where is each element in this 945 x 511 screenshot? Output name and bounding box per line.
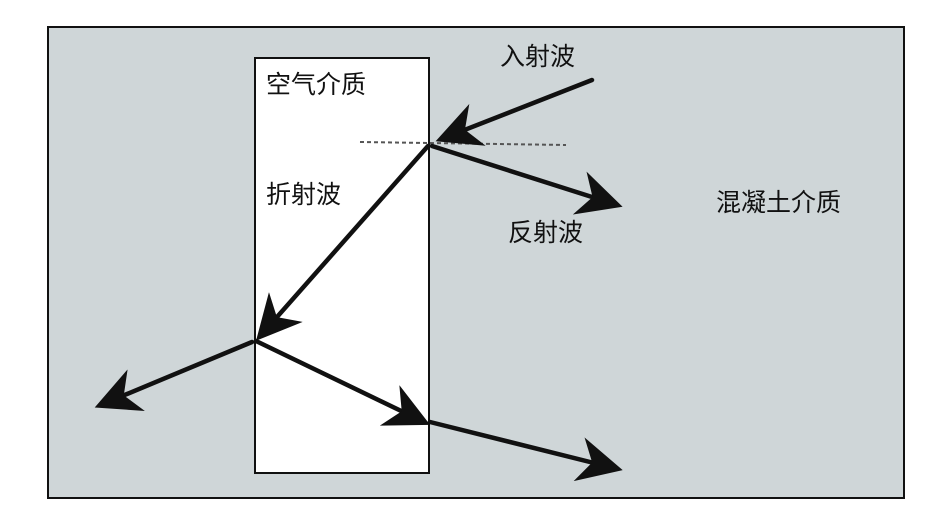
interface-normal-dashed-line	[359, 141, 567, 146]
incident-wave-arrow	[435, 77, 595, 146]
transmitted-right-arrow	[427, 419, 623, 482]
air-medium-label: 空气介质	[266, 70, 367, 99]
reflected-wave-arrow	[429, 143, 623, 215]
incident-wave-label: 入射波	[500, 42, 576, 71]
concrete-medium-label: 混凝土介质	[716, 188, 842, 217]
reflected-wave-label: 反射波	[508, 218, 584, 247]
second-refraction-arrow	[253, 338, 431, 426]
transmitted-left-arrow	[94, 339, 255, 411]
refracted-wave-label: 折射波	[266, 180, 342, 209]
refracted-wave-arrow	[256, 143, 431, 341]
